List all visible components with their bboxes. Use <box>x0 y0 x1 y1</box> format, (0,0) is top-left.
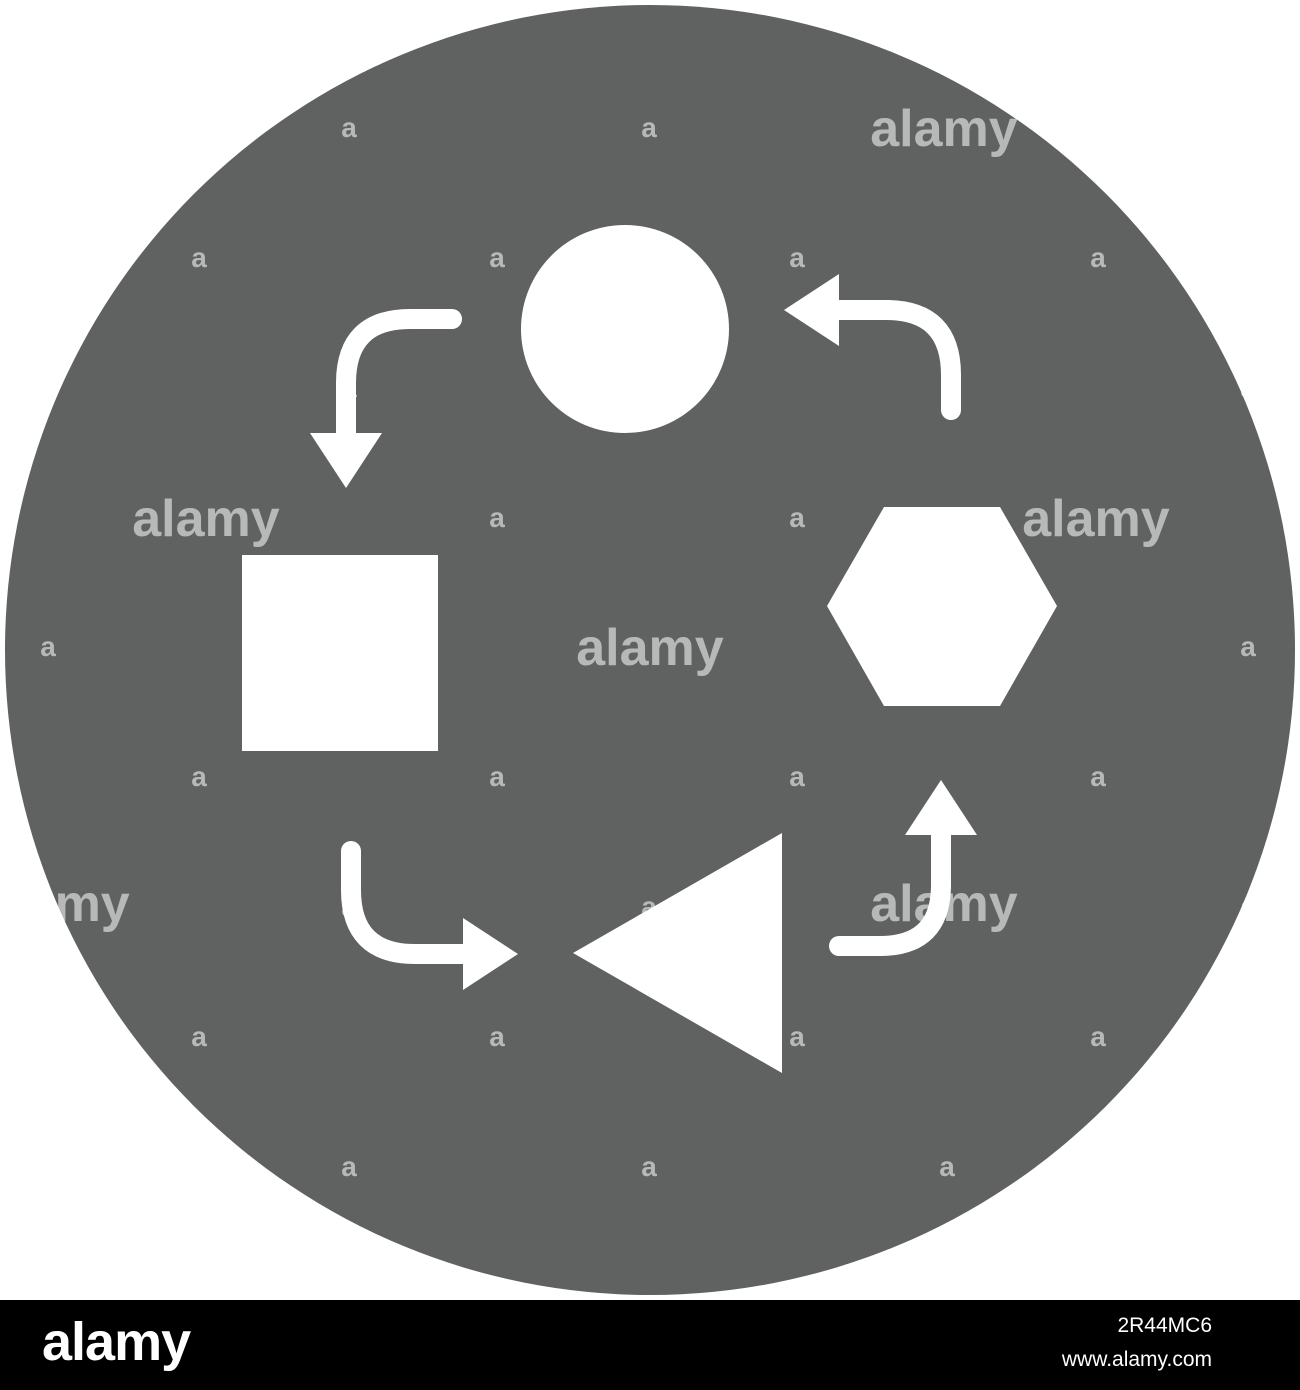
arrow-hexagon-to-circle <box>784 274 961 420</box>
arrow-circle-to-square <box>310 309 462 488</box>
watermark-letter: a <box>939 1151 955 1182</box>
watermark-letter: a <box>341 1151 357 1182</box>
watermark-letter: a <box>191 242 207 273</box>
process-cycle-icon: alamy alamy alamy alamy alamy alamy a a … <box>0 5 1295 1295</box>
watermark-letter: a <box>40 631 56 662</box>
watermark-letter: a <box>191 761 207 792</box>
badge-circle <box>5 5 1295 1295</box>
watermark-word: alamy <box>132 490 280 548</box>
watermark-letter: a <box>789 1021 805 1052</box>
watermark-letter: a <box>641 891 657 922</box>
watermark-word: alamy <box>1022 490 1170 548</box>
square-node-icon <box>242 555 438 751</box>
arrow-head-right-icon <box>463 918 518 990</box>
arrow-shaft <box>826 300 961 420</box>
watermark-letter: a <box>1090 1021 1106 1052</box>
arrow-square-to-triangle <box>341 841 518 990</box>
watermark-letter: a <box>489 242 505 273</box>
image-id: 2R44MC6 <box>1117 1314 1212 1337</box>
arrow-shaft <box>829 823 951 956</box>
watermark-letter: a <box>1090 761 1106 792</box>
arrow-head-left-icon <box>784 274 839 346</box>
arrow-shaft <box>341 841 476 964</box>
circle-node-icon <box>521 225 729 433</box>
watermark-letter: a <box>641 112 657 143</box>
arrow-triangle-to-hexagon <box>829 780 977 956</box>
watermark-word: alamy <box>576 619 724 677</box>
watermark-letter: a <box>1090 242 1106 273</box>
watermark-letter: a <box>191 1021 207 1052</box>
watermark-letter: a <box>489 1021 505 1052</box>
arrow-head-up-icon <box>905 780 977 835</box>
diagram-canvas: alamy alamy alamy alamy alamy alamy a a … <box>0 5 1295 1295</box>
alamy-logo: alamy <box>42 1312 191 1372</box>
watermark-letter: a <box>789 502 805 533</box>
footer-bar: alamy 2R44MC6 www.alamy.com <box>0 1300 1300 1390</box>
watermark-letter: a <box>789 242 805 273</box>
watermark-layer: alamy alamy alamy alamy alamy alamy a a … <box>0 100 1256 1182</box>
watermark-letter: a <box>1240 891 1256 922</box>
watermark-letter: a <box>641 1151 657 1182</box>
site-url: www.alamy.com <box>1061 1348 1212 1371</box>
watermark-letter: a <box>341 112 357 143</box>
watermark-letter: a <box>341 372 357 403</box>
watermark-word: alamy <box>870 100 1018 158</box>
watermark-word: alamy <box>870 875 1018 933</box>
watermark-word: alamy <box>0 875 130 933</box>
triangle-node-icon <box>573 833 782 1073</box>
watermark-letter: a <box>1240 631 1256 662</box>
hexagon-node-icon <box>827 507 1057 706</box>
arrow-shaft <box>336 309 462 446</box>
watermark-letter: a <box>641 372 657 403</box>
watermark-letter: a <box>341 891 357 922</box>
watermark-letter: a <box>1240 372 1256 403</box>
watermark-letter: a <box>489 502 505 533</box>
watermark-letter: a <box>489 761 505 792</box>
arrow-head-down-icon <box>310 433 382 488</box>
watermark-letter: a <box>789 761 805 792</box>
